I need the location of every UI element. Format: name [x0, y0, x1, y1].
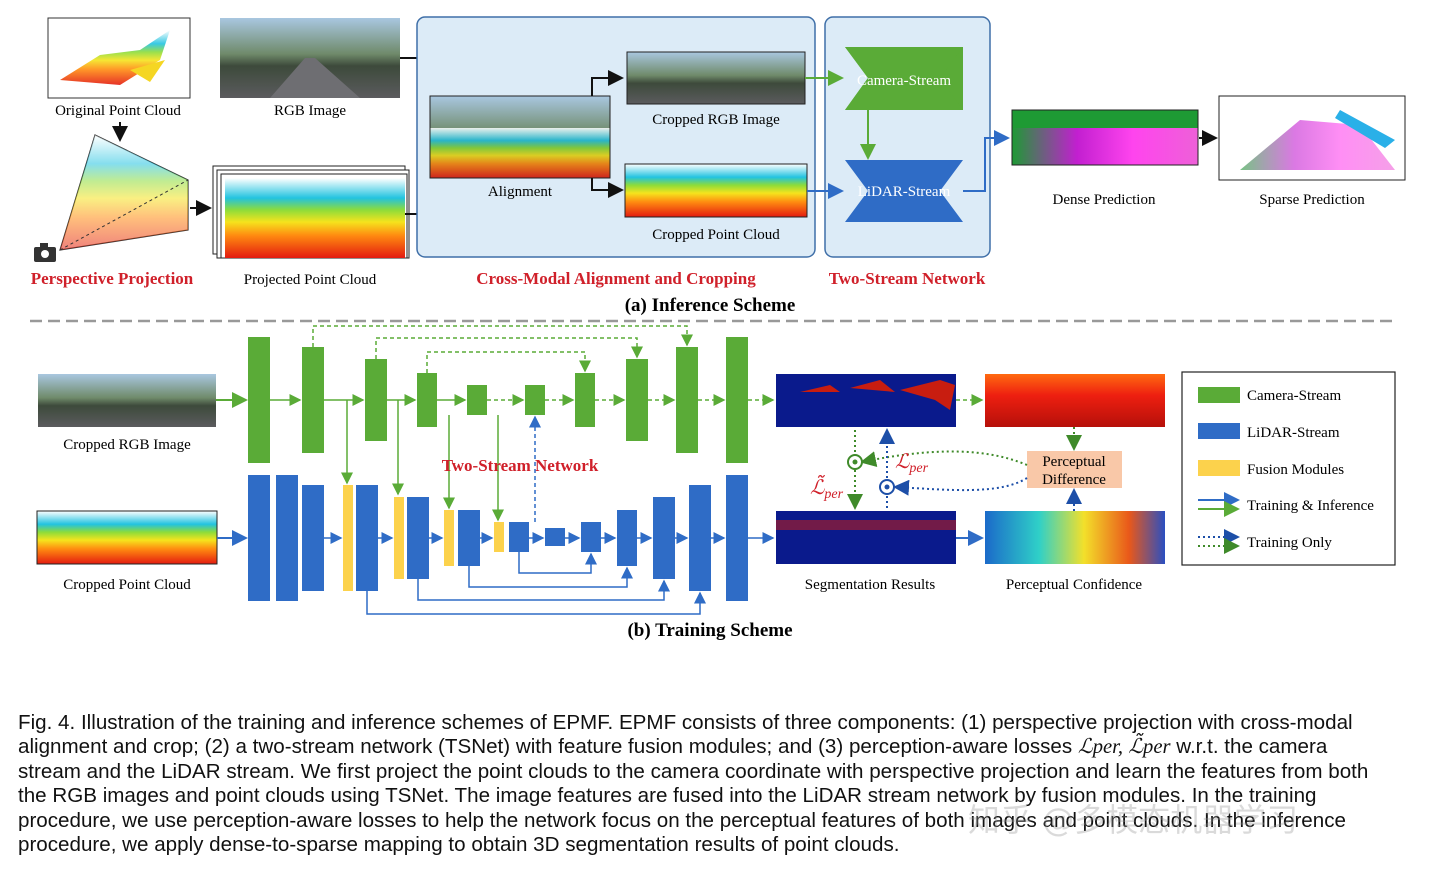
- label-lidar-stream: LiDAR-Stream: [858, 184, 951, 200]
- watermark: 知乎 @多模态机器学习: [968, 801, 1299, 839]
- perceptual-confidence-lidar: [985, 511, 1165, 564]
- camera-icon: [34, 243, 56, 262]
- epmf-figure: Original Point Cloud RGB Image Perspecti…: [30, 16, 1406, 641]
- lidar-stream-encoder-decoder: [248, 475, 748, 601]
- cropped-point-cloud-b: [36, 510, 218, 565]
- stage-title-perspective-projection: Perspective Projection: [31, 269, 194, 288]
- legend-swatch-fusion: [1198, 460, 1240, 476]
- sparse-prediction-image: [1218, 95, 1406, 181]
- caption-line-2: alignment and crop; (2) a two-stream net…: [18, 735, 1328, 759]
- cropped-rgb-image-a: [626, 51, 806, 105]
- label-cropped-point-cloud-b: Cropped Point Cloud: [63, 577, 191, 593]
- segmentation-result-lidar: [776, 511, 956, 564]
- dense-prediction-image: [1011, 109, 1199, 166]
- lidar-stream-block: [845, 160, 963, 222]
- legend-swatch-lidar: [1198, 423, 1240, 439]
- subtitle-training: (b) Training Scheme: [627, 620, 792, 641]
- label-perceptual-difference-1: Perceptual: [1042, 454, 1105, 470]
- caption-line-6: procedure, we apply dense-to-sparse mapp…: [18, 833, 900, 857]
- label-camera-stream: Camera-Stream: [857, 73, 951, 89]
- original-point-cloud-image: [47, 17, 191, 99]
- label-dense-prediction: Dense Prediction: [1053, 192, 1156, 208]
- label-perceptual-confidence: Perceptual Confidence: [1006, 577, 1143, 593]
- label-cropped-rgb-image-a: Cropped RGB Image: [652, 112, 780, 128]
- perspective-frustum: [59, 134, 189, 251]
- cropped-rgb-image-b: [38, 374, 216, 427]
- caption-line-1: Fig. 4. Illustration of the training and…: [18, 711, 1353, 734]
- label-original-point-cloud: Original Point Cloud: [55, 103, 181, 119]
- legend-training-only: Training Only: [1247, 535, 1332, 551]
- label-cropped-rgb-image-b: Cropped RGB Image: [63, 437, 191, 453]
- label-alignment: Alignment: [488, 184, 553, 200]
- label-loss-per-tilde: ℒ̃per: [810, 474, 844, 502]
- subtitle-inference: (a) Inference Scheme: [625, 295, 796, 316]
- caption-line-5: procedure, we use perception-aware losse…: [18, 808, 1346, 832]
- legend-swatch-camera: [1198, 387, 1240, 403]
- figure-caption: Fig. 4. Illustration of the training and…: [18, 711, 1410, 857]
- label-sparse-prediction: Sparse Prediction: [1259, 192, 1365, 208]
- stage-title-cross-modal: Cross-Modal Alignment and Cropping: [476, 269, 756, 288]
- label-segmentation-results: Segmentation Results: [805, 577, 936, 593]
- stage-title-two-stream: Two-Stream Network: [829, 269, 986, 288]
- legend-lidar-stream: LiDAR-Stream: [1247, 425, 1340, 441]
- camera-stream-encoder-decoder: [248, 337, 748, 463]
- label-projected-point-cloud: Projected Point Cloud: [244, 272, 377, 288]
- perceptual-confidence-camera: [985, 374, 1165, 427]
- segmentation-result-camera: [776, 374, 956, 427]
- cropped-point-cloud-a: [624, 163, 808, 218]
- label-two-stream-network-b: Two-Stream Network: [442, 456, 599, 475]
- rgb-image: [220, 18, 400, 98]
- caption-line-3: stream and the LiDAR stream. We first pr…: [18, 759, 1369, 783]
- legend-camera-stream: Camera-Stream: [1247, 388, 1341, 404]
- caption-line-4: the RGB images and point clouds using TS…: [18, 784, 1317, 808]
- label-loss-per: ℒper: [895, 451, 929, 476]
- label-cropped-point-cloud-a: Cropped Point Cloud: [652, 227, 780, 243]
- label-perceptual-difference-2: Difference: [1042, 472, 1106, 488]
- alignment-image: [429, 95, 611, 179]
- projected-point-cloud-stack: [212, 165, 410, 259]
- label-rgb-image: RGB Image: [274, 103, 346, 119]
- legend-training-inference: Training & Inference: [1247, 498, 1374, 514]
- perceptual-difference-box: [1027, 451, 1122, 488]
- legend-fusion-modules: Fusion Modules: [1247, 462, 1344, 478]
